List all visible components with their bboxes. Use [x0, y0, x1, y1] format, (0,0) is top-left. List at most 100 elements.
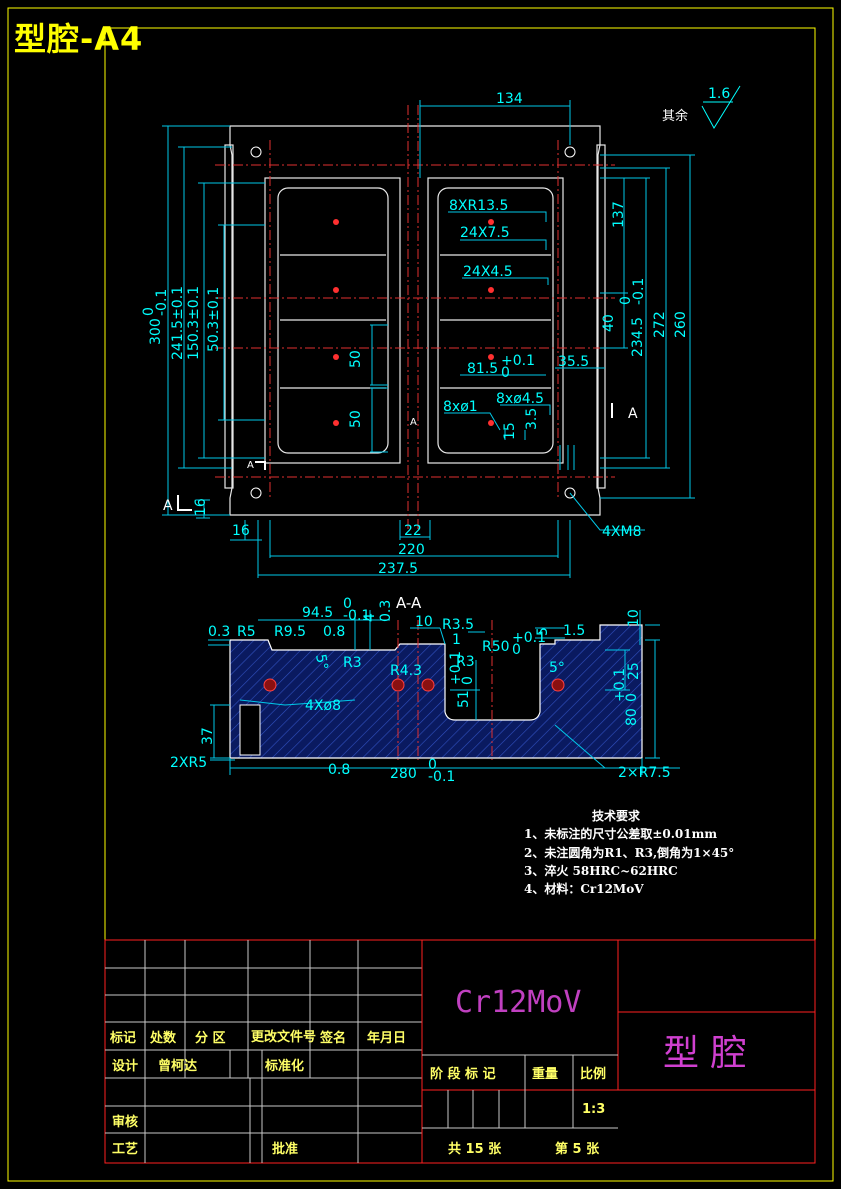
section-arrows — [177, 403, 613, 511]
tb-total-sheets: 共 15 张 — [448, 1141, 502, 1157]
screw-hole — [250, 487, 262, 499]
tb-weight: 重量 — [532, 1066, 558, 1082]
horizontal-centerlines — [215, 164, 615, 478]
pin-hole — [488, 287, 494, 293]
surface-finish-value: 1.6 — [708, 86, 730, 102]
dim-16b: 16 — [232, 523, 250, 539]
dim-81-tol2: 0 — [501, 365, 510, 381]
section-mark-a1: A — [163, 498, 173, 514]
pin-hole — [488, 354, 494, 360]
tech-note-4: 4、材料：Cr12MoV — [524, 881, 644, 896]
sec-dim-r4-3: R4.3 — [390, 663, 422, 679]
left-cavity-frame — [264, 177, 401, 464]
tb-standardize: 标准化 — [264, 1058, 304, 1074]
sec-dim-r9: R9.5 — [274, 624, 306, 640]
title-block-left-grid — [105, 940, 422, 1163]
sec-dim-0-8: 0.8 — [323, 624, 345, 640]
dim-137: 137 — [611, 201, 627, 228]
sec-dim-0-3a: 0.3 — [208, 624, 230, 640]
tb-sheet-no: 第 5 张 — [555, 1141, 600, 1157]
tb-design: 设计 — [112, 1058, 138, 1074]
left-flange — [224, 144, 234, 489]
dim-24x7: 24X7.5 — [460, 225, 510, 241]
tech-notes-title: 技术要求 — [592, 808, 641, 823]
section-centerlines — [397, 620, 493, 760]
dim-272: 272 — [652, 311, 668, 338]
right-cavity-frame — [427, 177, 564, 464]
pin-hole — [333, 354, 339, 360]
surface-finish-label: 其余 — [662, 108, 688, 124]
tech-note-1: 1、未标注的尺寸公差取±0.01mm — [524, 826, 717, 841]
part-name: 型 腔 — [663, 1033, 746, 1074]
sec-dim-5deg: 5° — [549, 660, 565, 676]
tech-note-2: 2、未注圆角为R1、R3,倒角为1×45° — [524, 845, 734, 860]
dimension-lines — [162, 100, 695, 578]
sheet-title: 型腔-A4 — [14, 20, 144, 58]
side-centerlines — [269, 140, 559, 500]
sec-dim-80: 80 — [624, 708, 640, 726]
top-view: 134 137 40 234.5 0 -0.1 272 260 300 0 -0… — [141, 91, 695, 578]
sec-dim-r50: R50 — [482, 639, 510, 655]
dim-150: 150.3±0.1 — [186, 286, 202, 360]
sec-dim-r3b: R3 — [456, 654, 475, 670]
title-block-right-grid — [422, 1054, 618, 1129]
sec-dim-1-5: 1.5 — [563, 623, 585, 639]
screw-hole — [564, 146, 576, 158]
dim-50a: 50 — [348, 350, 364, 368]
sec-dim-94: 94.5 — [302, 605, 333, 621]
sec-dim-280-tol: 0 — [428, 757, 437, 773]
dim-16a: 16 — [193, 498, 209, 516]
screw-hole — [250, 146, 262, 158]
dim-40: 40 — [601, 314, 617, 332]
dim-3-5: 3.5 — [524, 408, 540, 430]
tb-scale: 1:3 — [582, 1102, 605, 1117]
title-block-red-grid — [421, 940, 815, 1163]
title-block: Cr12MoV 型 腔 标记 处数 分 区 更改文件号 签名 年月日 设计 曾柯… — [104, 939, 816, 1164]
section-view: A-A 94.5 0 -0.1 0.3 0.3 4 R5 R9.5 0.8 R3… — [170, 594, 680, 785]
sec-dim-80-tol: +0.1 — [612, 668, 628, 702]
sec-dim-4x8: 4Xø8 — [305, 698, 341, 714]
dim-134: 134 — [496, 91, 523, 107]
section-title: A-A — [396, 594, 422, 612]
section-slot — [239, 704, 261, 756]
sec-dim-1: 1 — [452, 632, 461, 648]
section-mark-a2: A — [628, 406, 638, 422]
sec-dim-94-tol: 0 — [343, 596, 352, 612]
tb-date: 年月日 — [367, 1030, 406, 1046]
surface-finish-symbol: 1.6 其余 — [662, 85, 741, 129]
tb-count: 处数 — [149, 1030, 177, 1046]
sec-dim-37: 37 — [200, 727, 216, 745]
sec-dim-51: 51 — [456, 690, 472, 708]
material-name: Cr12MoV — [455, 985, 581, 1020]
tb-change-doc: 更改文件号 — [251, 1029, 316, 1045]
dim-81-tol: +0.1 — [501, 353, 535, 369]
dim-8x1: 8xø1 — [443, 399, 478, 415]
dim-15: 15 — [502, 422, 518, 440]
sec-dim-4: 4 — [362, 613, 378, 622]
sec-dim-10a: 10 — [415, 614, 433, 630]
sec-dim-10b: 10 — [626, 609, 642, 627]
dim-m8: 4XM8 — [602, 524, 641, 540]
dim-r13: 8XR13.5 — [449, 198, 508, 214]
sec-dim-2xr7: 2×R7.5 — [618, 765, 671, 781]
tb-process: 工艺 — [112, 1141, 138, 1157]
sec-dim-r50-tol: +0.1 — [512, 630, 546, 646]
sec-dim-r5: R5 — [237, 624, 256, 640]
technical-requirements: 技术要求 1、未标注的尺寸公差取±0.01mm 2、未注圆角为R1、R3,倒角为… — [524, 808, 734, 896]
sec-dim-25: 25 — [626, 662, 642, 680]
vertical-centerlines — [407, 105, 419, 530]
tech-note-3: 3、淬火 58HRC~62HRC — [524, 863, 678, 878]
section-hole — [391, 678, 405, 692]
sec-dim-r3-5: R3.5 — [442, 617, 474, 633]
section-hole — [263, 678, 277, 692]
sec-dim-280-tol2: -0.1 — [428, 769, 455, 785]
pin-hole — [488, 420, 494, 426]
sec-dim-51-tol2: 0 — [460, 676, 476, 685]
section-hole — [551, 678, 565, 692]
sec-dim-80-tol2: 0 — [624, 693, 640, 702]
outer-frame — [7, 7, 834, 1182]
pin-hole — [333, 287, 339, 293]
section-mark-a4: A — [410, 417, 417, 428]
section-dim-lines — [208, 610, 680, 775]
